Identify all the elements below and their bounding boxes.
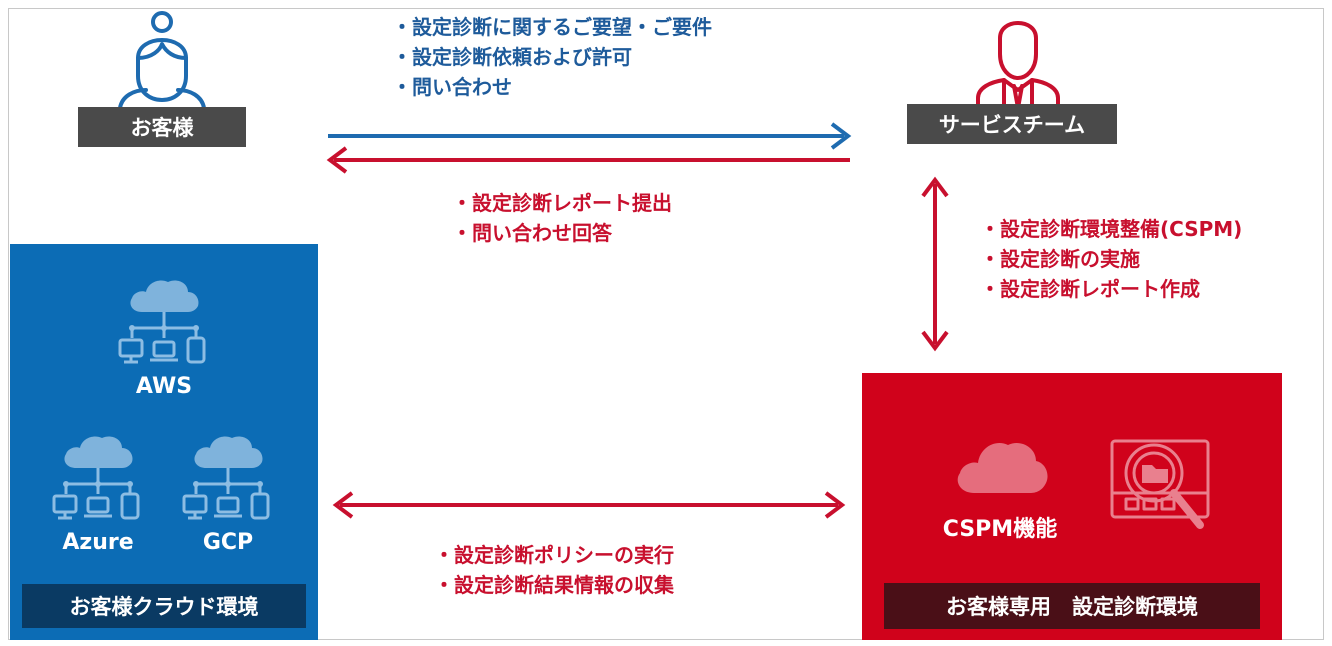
customer-cloud-label: お客様クラウド環境 <box>22 584 306 628</box>
cloud-name-gcp: GCP <box>202 530 254 555</box>
gcp-cloud-network-icon <box>182 436 270 520</box>
diagram-frame <box>8 8 1324 640</box>
service-task-item: ・設定診断レポート作成 <box>980 277 1200 301</box>
dedicated-env-label: お客様専用 設定診断環境 <box>884 583 1260 629</box>
customer-cloud-panel: AWS Azure <box>10 244 318 640</box>
action-list: ・設定診断ポリシーの実行 ・設定診断結果情報の収集 <box>434 540 674 600</box>
customer-icon <box>118 11 206 110</box>
action-item: ・設定診断結果情報の収集 <box>434 573 674 597</box>
action-item: ・設定診断ポリシーの実行 <box>434 543 674 567</box>
dedicated-env-panel: CSPM機能 お客様専用 設定診断環境 <box>862 373 1282 640</box>
service-team-icon <box>976 21 1060 110</box>
service-task-item: ・設定診断環境整備(CSPM) <box>980 217 1243 241</box>
service-task-list: ・設定診断環境整備(CSPM) ・設定診断の実施 ・設定診断レポート作成 <box>980 214 1242 304</box>
request-item: ・設定診断依頼および許可 <box>392 45 632 69</box>
customer-label: お客様 <box>78 107 246 147</box>
azure-cloud-network-icon <box>52 436 140 520</box>
request-item: ・設定診断に関するご要望・ご要件 <box>392 15 712 39</box>
response-list: ・設定診断レポート提出 ・問い合わせ回答 <box>452 188 672 248</box>
service-task-item: ・設定診断の実施 <box>980 247 1140 271</box>
magnifier-document-icon <box>1110 439 1210 529</box>
request-item: ・問い合わせ <box>392 75 512 99</box>
cloud-name-aws: AWS <box>135 374 193 399</box>
cspm-feature-label: CSPM機能 <box>942 517 1058 542</box>
response-item: ・問い合わせ回答 <box>452 221 612 245</box>
response-item: ・設定診断レポート提出 <box>452 191 672 215</box>
aws-cloud-network-icon <box>118 280 206 364</box>
cloud-icon <box>957 442 1048 493</box>
cloud-name-azure: Azure <box>62 530 134 555</box>
service-team-label: サービスチーム <box>907 104 1117 144</box>
request-list: ・設定診断に関するご要望・ご要件 ・設定診断依頼および許可 ・問い合わせ <box>392 12 712 102</box>
